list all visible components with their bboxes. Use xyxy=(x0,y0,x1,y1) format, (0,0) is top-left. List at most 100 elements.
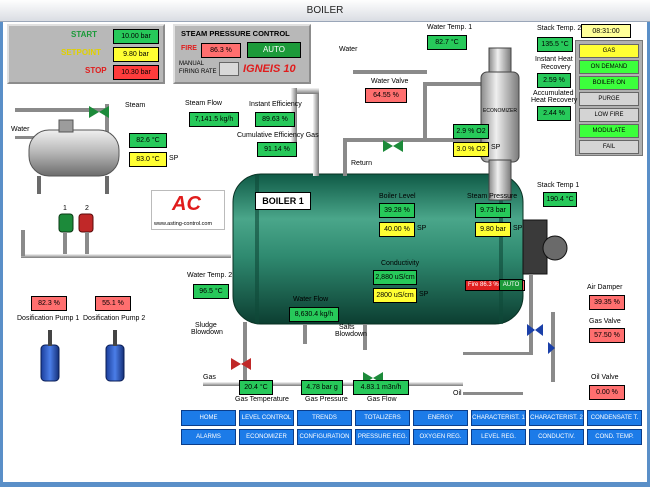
o2-value: 2.9 % O2 xyxy=(453,124,489,139)
heat-recovery-label: Heat Recovery xyxy=(531,97,578,104)
water-flow-label: Water Flow xyxy=(293,296,329,303)
instant-heat-label: Instant Heat xyxy=(535,56,573,63)
water-temp-1-label: Water Temp. 1 xyxy=(427,24,473,31)
nav-energy[interactable]: ENERGY xyxy=(413,410,468,426)
gas-pressure-value: 4.78 bar g xyxy=(301,380,343,395)
boiler-name: BOILER 1 xyxy=(255,192,311,210)
salts-label: Salts xyxy=(339,324,355,331)
setpoint-value[interactable]: 9.80 bar xyxy=(113,47,159,62)
nav-trends[interactable]: TRENDS xyxy=(297,410,352,426)
fire-auto-button[interactable]: AUTO xyxy=(499,279,523,291)
start-value[interactable]: 10.00 bar xyxy=(113,29,159,44)
nav-pressure-reg[interactable]: PRESSURE REG. xyxy=(355,429,410,445)
water-temp-2-label: Water Temp. 2 xyxy=(187,272,233,279)
start-stop-panel: START 10.00 bar SETPOINT 9.80 bar STOP 1… xyxy=(7,24,165,84)
oil-valve-value: 0.00 % xyxy=(589,385,625,400)
fire-bar-fill xyxy=(466,281,517,290)
gas-flow-label: Gas Flow xyxy=(367,396,397,403)
conductivity-sp-label: SP xyxy=(419,291,429,298)
gas-valve-label: Gas Valve xyxy=(589,318,621,325)
firing-rate-label: FIRING RATE xyxy=(179,69,217,75)
pump-1-number: 1 xyxy=(63,205,67,212)
accum-heat-value: 2.44 % xyxy=(537,106,571,121)
nav-oxygen-reg[interactable]: OXYGEN REG. xyxy=(413,429,468,445)
oil-valve-label: Oil Valve xyxy=(591,374,619,381)
recovery-label: Recovery xyxy=(541,64,571,71)
instant-efficiency-label: Instant Efficiency xyxy=(249,101,302,108)
nav-level-control[interactable]: LEVEL CONTROL xyxy=(239,410,294,426)
stack-temp-1-value: 190.4 °C xyxy=(543,192,577,207)
tank-temp-value: 82.6 °C xyxy=(129,133,167,148)
oil-label: Oil xyxy=(453,390,462,397)
gas-label: Gas xyxy=(203,374,216,381)
status-fail: FAIL xyxy=(579,140,639,154)
manual-label: MANUAL xyxy=(179,61,205,67)
status-boiler-on: BOILER ON xyxy=(579,76,639,90)
status-low-fire: LOW FIRE xyxy=(579,108,639,122)
status-gas: GAS xyxy=(579,44,639,58)
conductivity-sp-value[interactable]: 2800 uS/cm xyxy=(373,288,417,303)
gas-temperature-value: 20.4 °C xyxy=(239,380,273,395)
cumulative-efficiency-value: 91.14 % xyxy=(257,142,297,157)
water-top-label: Water xyxy=(339,46,358,53)
nav-level-reg[interactable]: LEVEL REG. xyxy=(471,429,526,445)
stop-value[interactable]: 10.30 bar xyxy=(113,65,159,80)
nav-configuration[interactable]: CONFIGURATION xyxy=(297,429,352,445)
economizer-label: ECONOMIZER xyxy=(483,108,517,114)
gas-valve-value: 57.50 % xyxy=(589,328,625,343)
steam-flow-value: 7,141.5 kg/h xyxy=(189,112,239,127)
boiler-level-value: 39.28 % xyxy=(379,203,415,218)
nav-conductiv-reg[interactable]: CONDUCTIV. REG. xyxy=(529,429,584,454)
sludge-label: Sludge xyxy=(195,322,217,329)
dos-pump-1-value: 82.3 % xyxy=(31,296,67,311)
stack-temp-2-label: Stack Temp. 2 xyxy=(537,25,582,32)
stop-label: STOP xyxy=(85,66,107,75)
nav-home[interactable]: HOME xyxy=(181,410,236,426)
fire-label: FIRE xyxy=(181,45,197,52)
nav-characterist-1[interactable]: CHARACTERIST. 1 xyxy=(471,410,526,426)
boiler-level-sp-value[interactable]: 40.00 % xyxy=(379,222,415,237)
nav-cond-temp-reg[interactable]: COND. TEMP. REG. xyxy=(587,429,642,454)
gas-temperature-label: Gas Temperature xyxy=(235,396,289,403)
steam-left-label: Steam xyxy=(125,102,146,109)
instant-efficiency-value: 89.63 % xyxy=(255,112,295,127)
tank-sp-label: SP xyxy=(169,155,179,162)
scada-canvas: ECONOMIZER START 10.00 bar SETPOINT 9.80… xyxy=(3,22,647,482)
clock-display: 08:31:00 xyxy=(581,24,631,38)
steam-control-title: STEAM PRESSURE CONTROL xyxy=(181,29,290,38)
nav-totalizers[interactable]: TOTALIZERS xyxy=(355,410,410,426)
steam-pressure-value: 9.73 bar xyxy=(475,203,511,218)
water-flow-value: 8,630.4 kg/h xyxy=(289,307,339,322)
steam-pressure-sp-value[interactable]: 9.80 bar xyxy=(475,222,511,237)
water-left-label: Water xyxy=(11,126,30,133)
nav-condensate-t[interactable]: CONDENSATE T. xyxy=(587,410,642,426)
pump-2-number: 2 xyxy=(85,205,89,212)
status-modulate: MODULATE xyxy=(579,124,639,138)
instant-heat-value: 2.59 % xyxy=(537,73,571,88)
manual-firing-rate-input[interactable] xyxy=(219,62,239,76)
air-damper-label: Air Damper xyxy=(587,284,623,291)
asting-control-logo: AC www.asting-control.com xyxy=(151,190,225,230)
igneis-logo: IGNEIS 10 xyxy=(243,63,296,75)
stack-temp-1-label: Stack Temp 1 xyxy=(537,182,580,189)
nav-characterist-2[interactable]: CHARACTERIST. 2 xyxy=(529,410,584,426)
setpoint-label: SETPOINT xyxy=(61,48,102,57)
tank-sp-value[interactable]: 83.0 °C xyxy=(129,152,167,167)
o2-sp-label: SP xyxy=(491,144,501,151)
fire-bar: Fire 86.3 % xyxy=(465,280,525,291)
nav-economizer[interactable]: ECONOMIZER xyxy=(239,429,294,445)
water-valve-label: Water Valve xyxy=(371,78,409,85)
boiler-level-sp-label: SP xyxy=(417,225,427,232)
steam-pressure-label: Steam Pressure xyxy=(467,193,518,200)
return-label: Return xyxy=(351,160,373,167)
window-title: BOILER xyxy=(0,0,650,22)
steam-pressure-sp-label: SP xyxy=(513,225,523,232)
nav-alarms[interactable]: ALARMS xyxy=(181,429,236,445)
steam-pressure-control-panel: STEAM PRESSURE CONTROL FIRE 86.3 % AUTO … xyxy=(173,24,311,84)
auto-button[interactable]: AUTO xyxy=(247,42,301,58)
water-temp-2-value: 96.5 °C xyxy=(193,284,229,299)
conductivity-value: 2,880 uS/cm xyxy=(373,270,417,285)
status-on-demand: ON DEMAND xyxy=(579,60,639,74)
air-damper-value: 39.35 % xyxy=(589,295,625,310)
o2-sp-value[interactable]: 3.0 % O2 xyxy=(453,142,489,157)
